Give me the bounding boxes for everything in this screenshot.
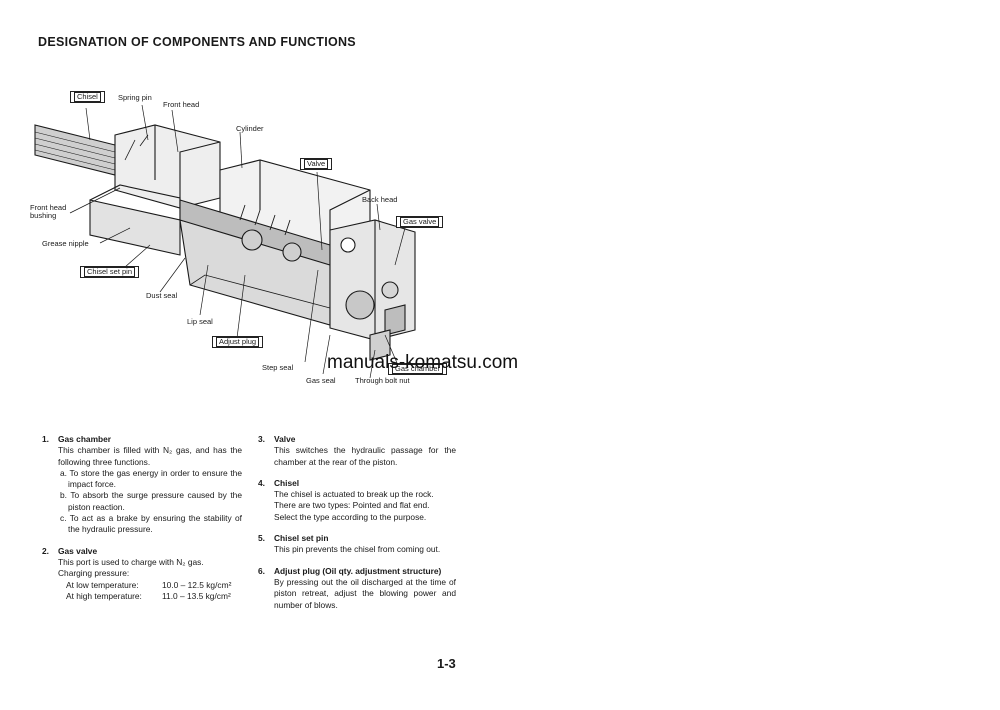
- label-through-bolt-nut: Through bolt nut: [355, 376, 410, 385]
- label-gas-chamber-text: Gas chamber: [392, 364, 444, 375]
- label-gas-valve: Gas valve: [396, 216, 444, 229]
- low-temp-value: 10.0 – 12.5 kg/cm²: [162, 579, 232, 590]
- item-number: 3.: [258, 434, 265, 444]
- label-front-head: Front head: [163, 100, 200, 109]
- label-back-head: Back head: [362, 195, 398, 204]
- label-chisel: Chisel: [70, 91, 105, 104]
- item-sub-c: c. To act as a brake by ensuring the sta…: [60, 513, 242, 535]
- item-text-2: There are two types: Pointed and flat en…: [274, 500, 430, 511]
- label-chisel-set-pin: Chisel set pin: [80, 266, 140, 279]
- item-sub-b: b. To absorb the surge pressure caused b…: [60, 490, 242, 512]
- item-text: This pin prevents the chisel from coming…: [274, 544, 441, 555]
- label-cylinder: Cylinder: [236, 124, 264, 133]
- item-title: Adjust plug (Oil qty. adjustment structu…: [274, 565, 442, 576]
- item-title: Valve: [274, 434, 296, 444]
- item-title: Chisel: [274, 477, 300, 488]
- item-title: Gas chamber: [58, 434, 112, 444]
- label-grease-nipple: Grease nipple: [42, 239, 89, 248]
- label-spring-pin: Spring pin: [118, 93, 152, 102]
- item-adjust-plug: 6. Adjust plug (Oil qty. adjustment struc…: [258, 566, 456, 611]
- label-dust-seal: Dust seal: [146, 291, 178, 300]
- label-front-head-bushing-line1: Front head: [30, 203, 67, 212]
- item-text: By pressing out the oil discharged at th…: [274, 576, 456, 610]
- description-column-right: 3. Valve This switches the hydraulic pass…: [258, 434, 456, 621]
- label-valve-text: Valve: [304, 159, 329, 170]
- label-adjust-plug: Adjust plug: [212, 336, 264, 349]
- item-number: 6.: [258, 565, 265, 576]
- item-text-3: Select the type according to the purpose…: [274, 511, 427, 522]
- label-step-seal: Step seal: [262, 363, 294, 372]
- breaker-cutaway-figure: Chisel Spring pin Front head Cylinder Va…: [30, 80, 560, 400]
- description-column-left: 1. Gas chamber This chamber is filled wit…: [42, 434, 242, 612]
- item-valve: 3. Valve This switches the hydraulic pass…: [258, 434, 456, 468]
- item-chisel: 4. Chisel The chisel is actuated to break…: [258, 478, 456, 523]
- charging-pressure-label: Charging pressure:: [58, 568, 130, 579]
- item-number: 4.: [258, 477, 265, 488]
- item-number: 2.: [42, 545, 49, 556]
- low-temp-row: At low temperature: 10.0 – 12.5 kg/cm²: [58, 580, 242, 591]
- label-gas-chamber: Gas chamber: [388, 363, 448, 376]
- item-number: 1.: [42, 434, 49, 444]
- watermark: manuals-komatsu.com: [327, 352, 519, 373]
- label-gas-valve-text: Gas valve: [400, 217, 440, 228]
- label-valve: Valve: [300, 158, 333, 171]
- item-text: This port is used to charge with N₂ gas.: [58, 556, 204, 567]
- label-gas-seal: Gas seal: [306, 376, 336, 385]
- high-temp-row: At high temperature: 11.0 – 13.5 kg/cm²: [58, 591, 242, 602]
- label-adjust-plug-text: Adjust plug: [216, 337, 260, 348]
- label-front-head-bushing: Front head bushing: [30, 203, 67, 221]
- item-text-1: The chisel is actuated to break up the r…: [274, 489, 434, 500]
- item-text: This chamber is filled with N₂ gas, and …: [58, 445, 242, 467]
- page-number: 1-3: [437, 656, 456, 671]
- item-title: Chisel set pin: [274, 533, 329, 544]
- high-temp-value: 11.0 – 13.5 kg/cm²: [162, 590, 231, 601]
- high-temp-label: At high temperature:: [66, 590, 142, 601]
- item-gas-valve: 2. Gas valve This port is used to charge …: [42, 546, 242, 602]
- item-title: Gas valve: [58, 545, 98, 556]
- low-temp-label: At low temperature:: [66, 579, 139, 590]
- item-text: This switches the hydraulic passage for …: [274, 445, 456, 467]
- label-front-head-bushing-line2: bushing: [30, 211, 57, 221]
- breaker-cutaway-drawing: [34, 104, 416, 379]
- label-chisel-set-pin-text: Chisel set pin: [84, 267, 136, 278]
- item-gas-chamber: 1. Gas chamber This chamber is filled wit…: [42, 434, 242, 536]
- item-sub-a: a. To store the gas energy in order to e…: [60, 467, 242, 490]
- page-title: DESIGNATION OF COMPONENTS AND FUNCTIONS: [38, 35, 356, 49]
- item-chisel-set-pin: 5. Chisel set pin This pin prevents the c…: [258, 533, 456, 556]
- label-lip-seal: Lip seal: [187, 317, 213, 326]
- label-chisel-text: Chisel: [74, 92, 101, 103]
- item-number: 5.: [258, 533, 265, 544]
